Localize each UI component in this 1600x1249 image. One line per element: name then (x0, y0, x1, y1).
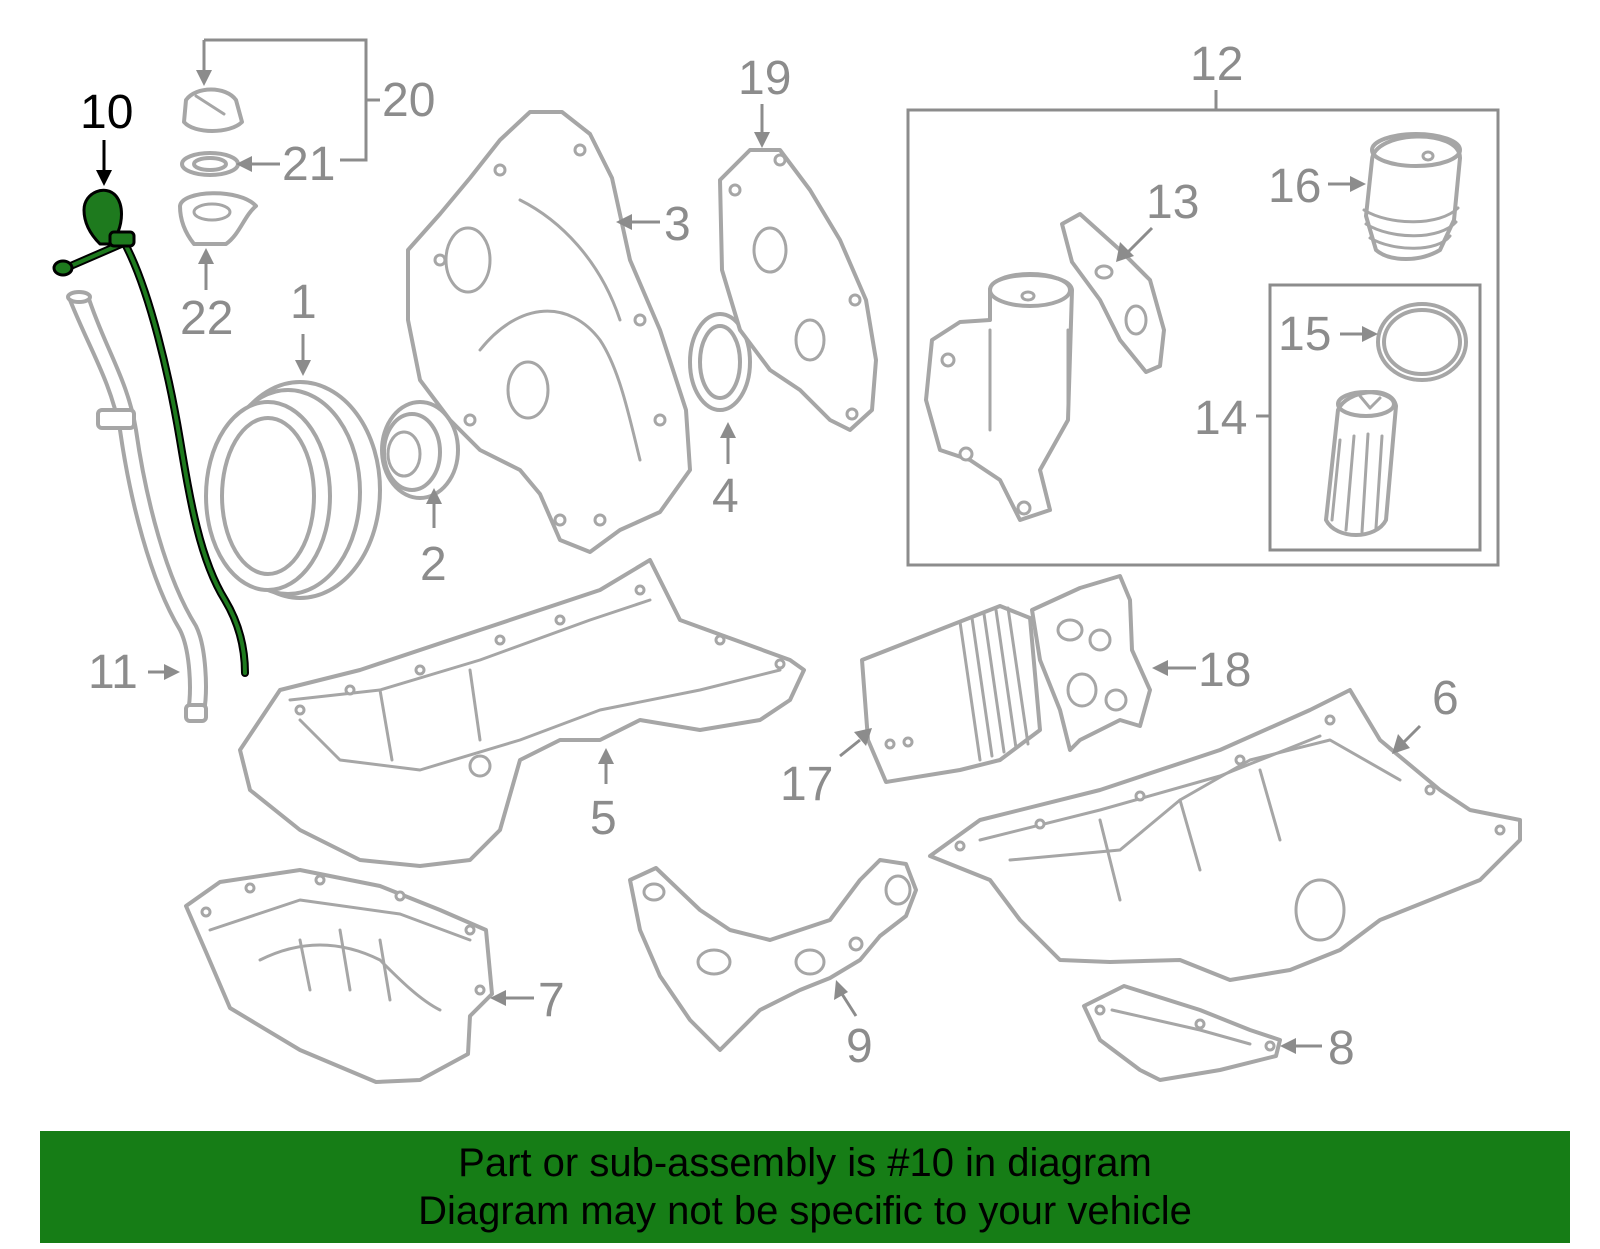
part-12-filter-housing[interactable] (924, 272, 1074, 522)
leader-lines (96, 38, 1422, 1054)
banner-line-part: Part or sub-assembly is #10 in diagram (458, 1141, 1152, 1185)
callout-2[interactable]: 2 (420, 538, 447, 591)
part-3-timing-cover[interactable] (406, 110, 692, 554)
part-22-filler-neck[interactable] (178, 191, 258, 246)
part-16-filter-cap[interactable] (1362, 132, 1462, 261)
callout-1[interactable]: 1 (290, 276, 317, 329)
callout-labels: 10 20 21 22 1 2 3 4 19 12 13 16 15 14 11… (80, 38, 1459, 1075)
callout-15[interactable]: 15 (1278, 308, 1331, 361)
callout-16[interactable]: 16 (1268, 160, 1321, 213)
callout-12[interactable]: 12 (1190, 38, 1243, 91)
part-11-guide-tube[interactable] (66, 290, 208, 723)
callout-7[interactable]: 7 (538, 974, 565, 1027)
callout-6[interactable]: 6 (1432, 672, 1459, 725)
part-4-seal[interactable] (688, 312, 752, 412)
part-6-lower-oil-pan[interactable] (928, 688, 1522, 982)
part-9-bracket[interactable] (628, 858, 918, 1052)
callout-22[interactable]: 22 (180, 292, 233, 345)
part-14-filter-element[interactable] (1324, 390, 1398, 537)
part-18-cooler-gasket[interactable] (1030, 574, 1152, 752)
callout-21[interactable]: 21 (282, 138, 335, 191)
callout-8[interactable]: 8 (1328, 1022, 1355, 1075)
part-12-group-box (906, 108, 1500, 567)
callout-10[interactable]: 10 (80, 86, 133, 139)
callout-3[interactable]: 3 (664, 198, 691, 251)
part-19-cover-plate[interactable] (718, 148, 878, 432)
part-17-oil-cooler[interactable] (860, 604, 1042, 784)
part-2-crank-gear[interactable] (380, 400, 460, 500)
part-5-upper-oil-pan[interactable] (238, 558, 806, 868)
callout-17[interactable]: 17 (780, 758, 833, 811)
part-15-o-ring[interactable] (1376, 302, 1468, 382)
part-13-gasket[interactable] (1060, 212, 1166, 374)
part-1-crank-pulley[interactable] (204, 380, 382, 600)
callout-14[interactable]: 14 (1194, 392, 1247, 445)
callout-19[interactable]: 19 (738, 52, 791, 105)
callout-4[interactable]: 4 (712, 470, 739, 523)
part-8-baffle-plate[interactable] (1082, 984, 1282, 1082)
banner-line-disclaimer: Diagram may not be specific to your vehi… (418, 1189, 1192, 1233)
callout-13[interactable]: 13 (1146, 176, 1199, 229)
part-7-oil-pan[interactable] (184, 868, 494, 1084)
part-21-cap-seal[interactable] (180, 151, 240, 177)
part-10-dipstick[interactable] (52, 188, 249, 677)
callout-5[interactable]: 5 (590, 792, 617, 845)
part-20-filler-cap[interactable] (182, 87, 244, 133)
callout-11[interactable]: 11 (88, 646, 138, 699)
info-banner: Part or sub-assembly is #10 in diagram D… (40, 1131, 1570, 1243)
callout-18[interactable]: 18 (1198, 644, 1251, 697)
callout-20[interactable]: 20 (382, 74, 435, 127)
callout-9[interactable]: 9 (846, 1020, 873, 1073)
